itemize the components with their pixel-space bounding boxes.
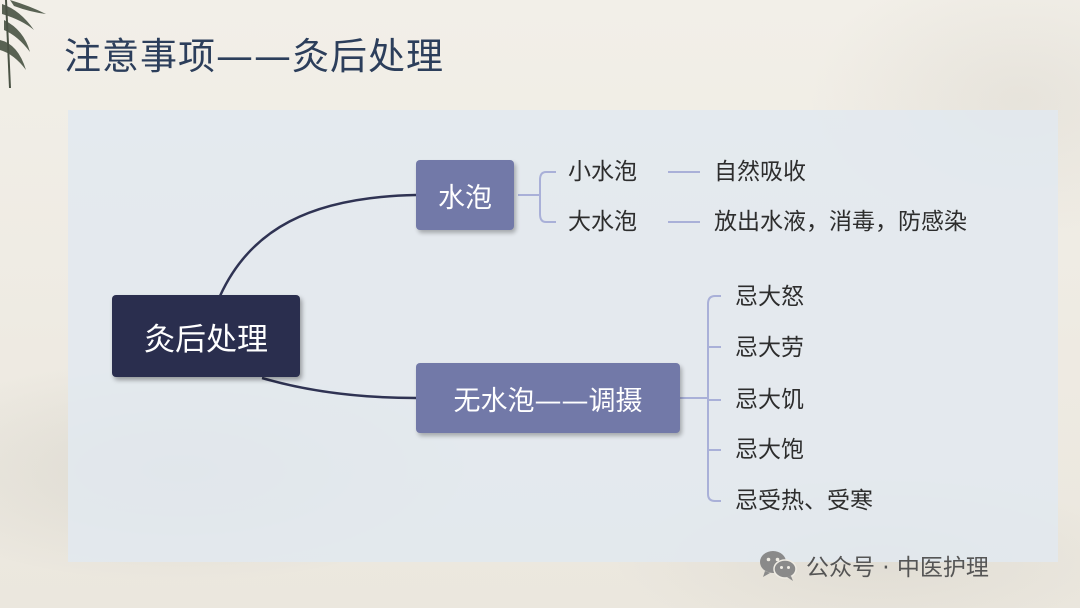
root-node: 灸后处理 — [112, 295, 300, 377]
watermark: 公众号 · 中医护理 — [758, 548, 989, 582]
wechat-icon — [760, 551, 797, 581]
leaf-avoid-heat-cold: 忌受热、受寒 — [735, 488, 873, 514]
leaf-avoid-overwork: 忌大劳 — [735, 335, 804, 361]
connector-root-noblister — [261, 376, 417, 400]
connector-root-blister — [218, 193, 417, 297]
leaf-avoid-hunger: 忌大饥 — [735, 387, 804, 413]
bracket-blister — [518, 171, 556, 223]
watermark-text: 公众号 · 中医护理 — [806, 555, 989, 581]
leaf-large-blister: 大水泡 — [568, 209, 637, 235]
branch-node-blister: 水泡 — [416, 160, 514, 230]
leaf-avoid-overeating: 忌大饱 — [735, 437, 804, 463]
bamboo-leaves-decoration — [0, 0, 46, 89]
slide-title: 注意事项——灸后处理 — [64, 35, 444, 78]
branch-node-no-blister: 无水泡——调摄 — [416, 363, 680, 433]
leaf-large-blister-detail: 放出水液，消毒，防感染 — [714, 209, 967, 235]
bracket-noblister — [680, 295, 721, 502]
leaf-small-blister-detail: 自然吸收 — [714, 159, 806, 185]
leaf-avoid-anger: 忌大怒 — [735, 284, 804, 310]
leaf-small-blister: 小水泡 — [568, 159, 637, 185]
